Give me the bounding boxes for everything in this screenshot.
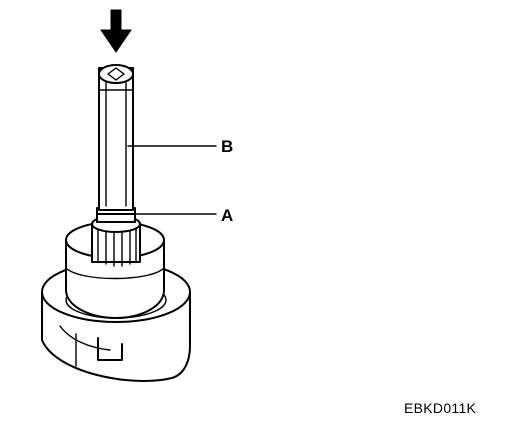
driver-pipe	[98, 64, 134, 211]
callout-label-a: A	[221, 206, 233, 225]
press-direction-arrow-icon	[100, 9, 132, 53]
callout-label-b: B	[221, 137, 233, 156]
figure-code: EBKD011K	[404, 400, 477, 416]
pinion-gear	[91, 215, 141, 267]
stop-ring	[96, 207, 136, 223]
